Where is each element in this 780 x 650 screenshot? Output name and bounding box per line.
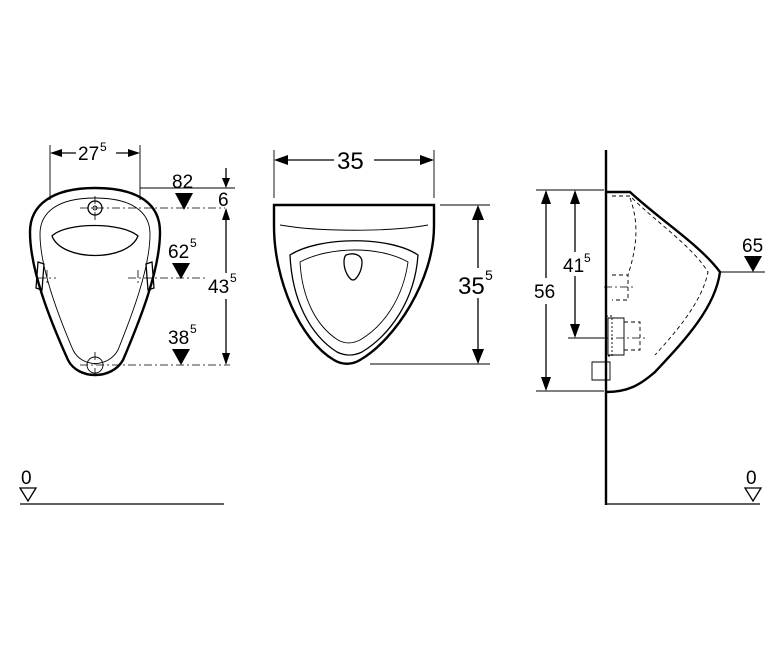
side-total-height-label: 56	[534, 282, 555, 303]
front-top-offset-label: 6	[218, 190, 229, 211]
top-rim-outline	[272, 203, 436, 365]
side-inner-height-label: 41	[563, 256, 584, 277]
front-view: 27 5 82 6 62 5 43 5 38 5 0	[18, 140, 246, 505]
front-fixing-span-sup: 5	[230, 271, 237, 285]
front-width-sup: 5	[100, 140, 107, 154]
side-bowl-outline	[605, 190, 722, 394]
front-level-marker-625	[172, 263, 190, 279]
front-inlet-height-sup: 5	[190, 236, 197, 250]
top-drain-hole	[343, 253, 363, 281]
front-width-label: 27	[78, 144, 99, 165]
front-outlet-height-label: 38	[168, 328, 189, 349]
front-fixing-span-label: 43	[208, 277, 229, 298]
side-floor-label: 0	[746, 468, 757, 489]
top-bowl-inner	[289, 240, 419, 356]
front-left-slot	[35, 261, 45, 291]
side-inner-height-sup: 5	[584, 251, 591, 265]
front-level-marker-82	[175, 193, 193, 210]
top-width-label: 35	[337, 148, 364, 175]
front-inlet-height-label: 62	[168, 242, 189, 263]
side-floor-marker	[743, 487, 763, 503]
front-bowl-inner-rim	[39, 197, 151, 364]
front-top-opening	[51, 224, 139, 257]
front-level-marker-385	[172, 349, 190, 365]
front-right-slot	[145, 261, 155, 291]
top-depth-sup: 5	[485, 267, 493, 283]
front-floor-label: 0	[21, 468, 32, 489]
front-outlet-height-sup: 5	[190, 322, 197, 336]
side-rim-height-label: 65	[742, 236, 763, 257]
top-depth-label: 35	[458, 273, 485, 300]
top-view: 35 35 5	[272, 146, 502, 365]
front-floor-marker	[18, 487, 38, 503]
side-level-marker-65	[744, 256, 762, 272]
front-top-height-label: 82	[172, 172, 193, 193]
side-view: 0 56 41 5 65	[532, 150, 765, 505]
